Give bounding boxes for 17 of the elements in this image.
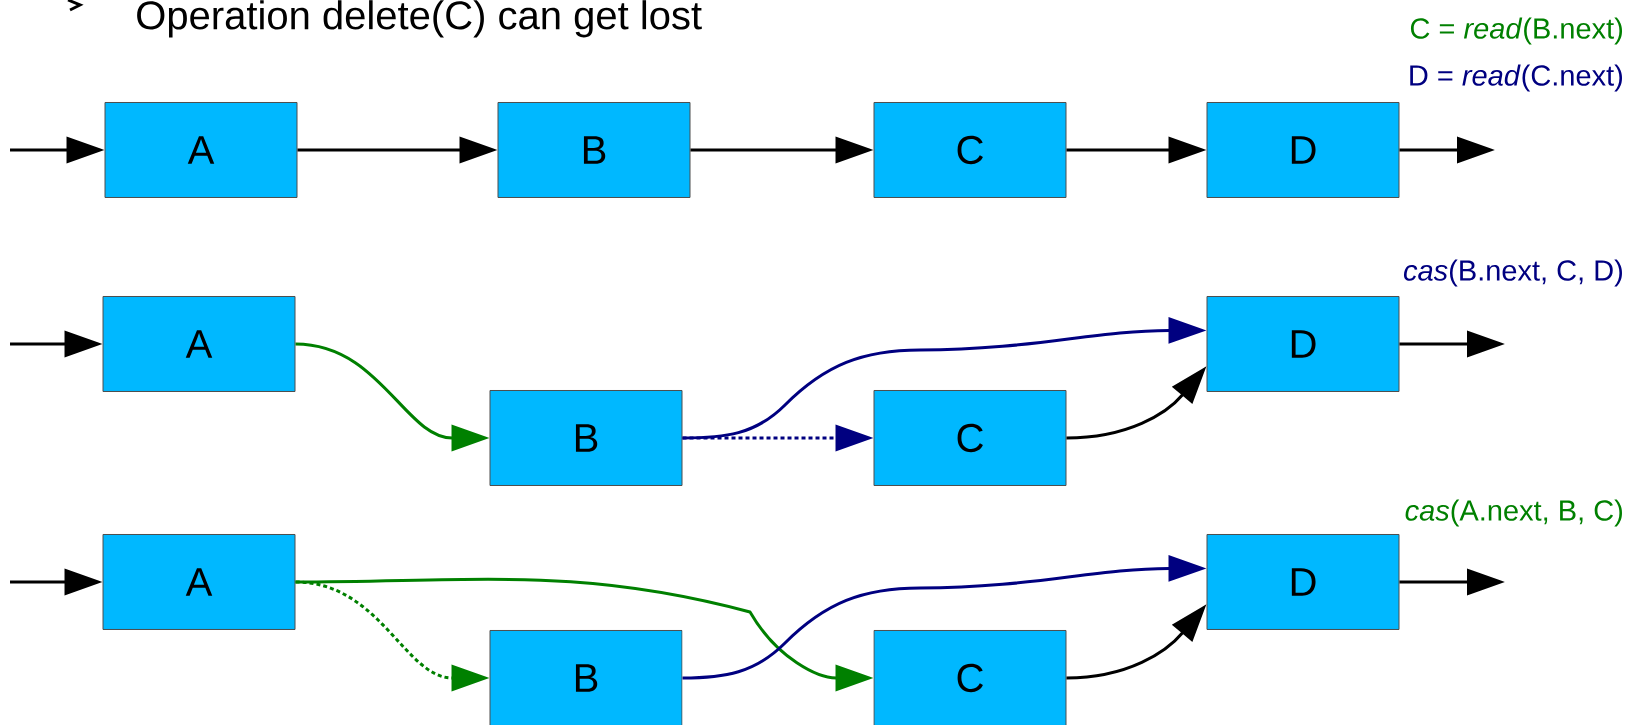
list-node-box: C: [873, 630, 1067, 725]
list-node-box: A: [104, 102, 298, 198]
list-node-box: B: [489, 390, 683, 486]
list-node-box: B: [497, 102, 691, 198]
list-node-box: A: [102, 296, 296, 392]
list-node-box: C: [873, 102, 1067, 198]
list-node-box: D: [1206, 534, 1400, 630]
list-node-box: D: [1206, 296, 1400, 392]
list-node-box: D: [1206, 102, 1400, 198]
list-node-box: A: [102, 534, 296, 630]
operation-label: C = read(B.next): [1410, 17, 1622, 45]
operation-label: cas(A.next, B, C): [1405, 499, 1622, 527]
list-node-box: C: [873, 390, 1067, 486]
heading-text: Operation delete(C) can get lost: [137, 0, 702, 38]
operation-label: cas(B.next, C, D): [1404, 259, 1622, 287]
list-node-box: B: [489, 630, 683, 725]
operation-label: D = read(C.next): [1410, 64, 1622, 92]
